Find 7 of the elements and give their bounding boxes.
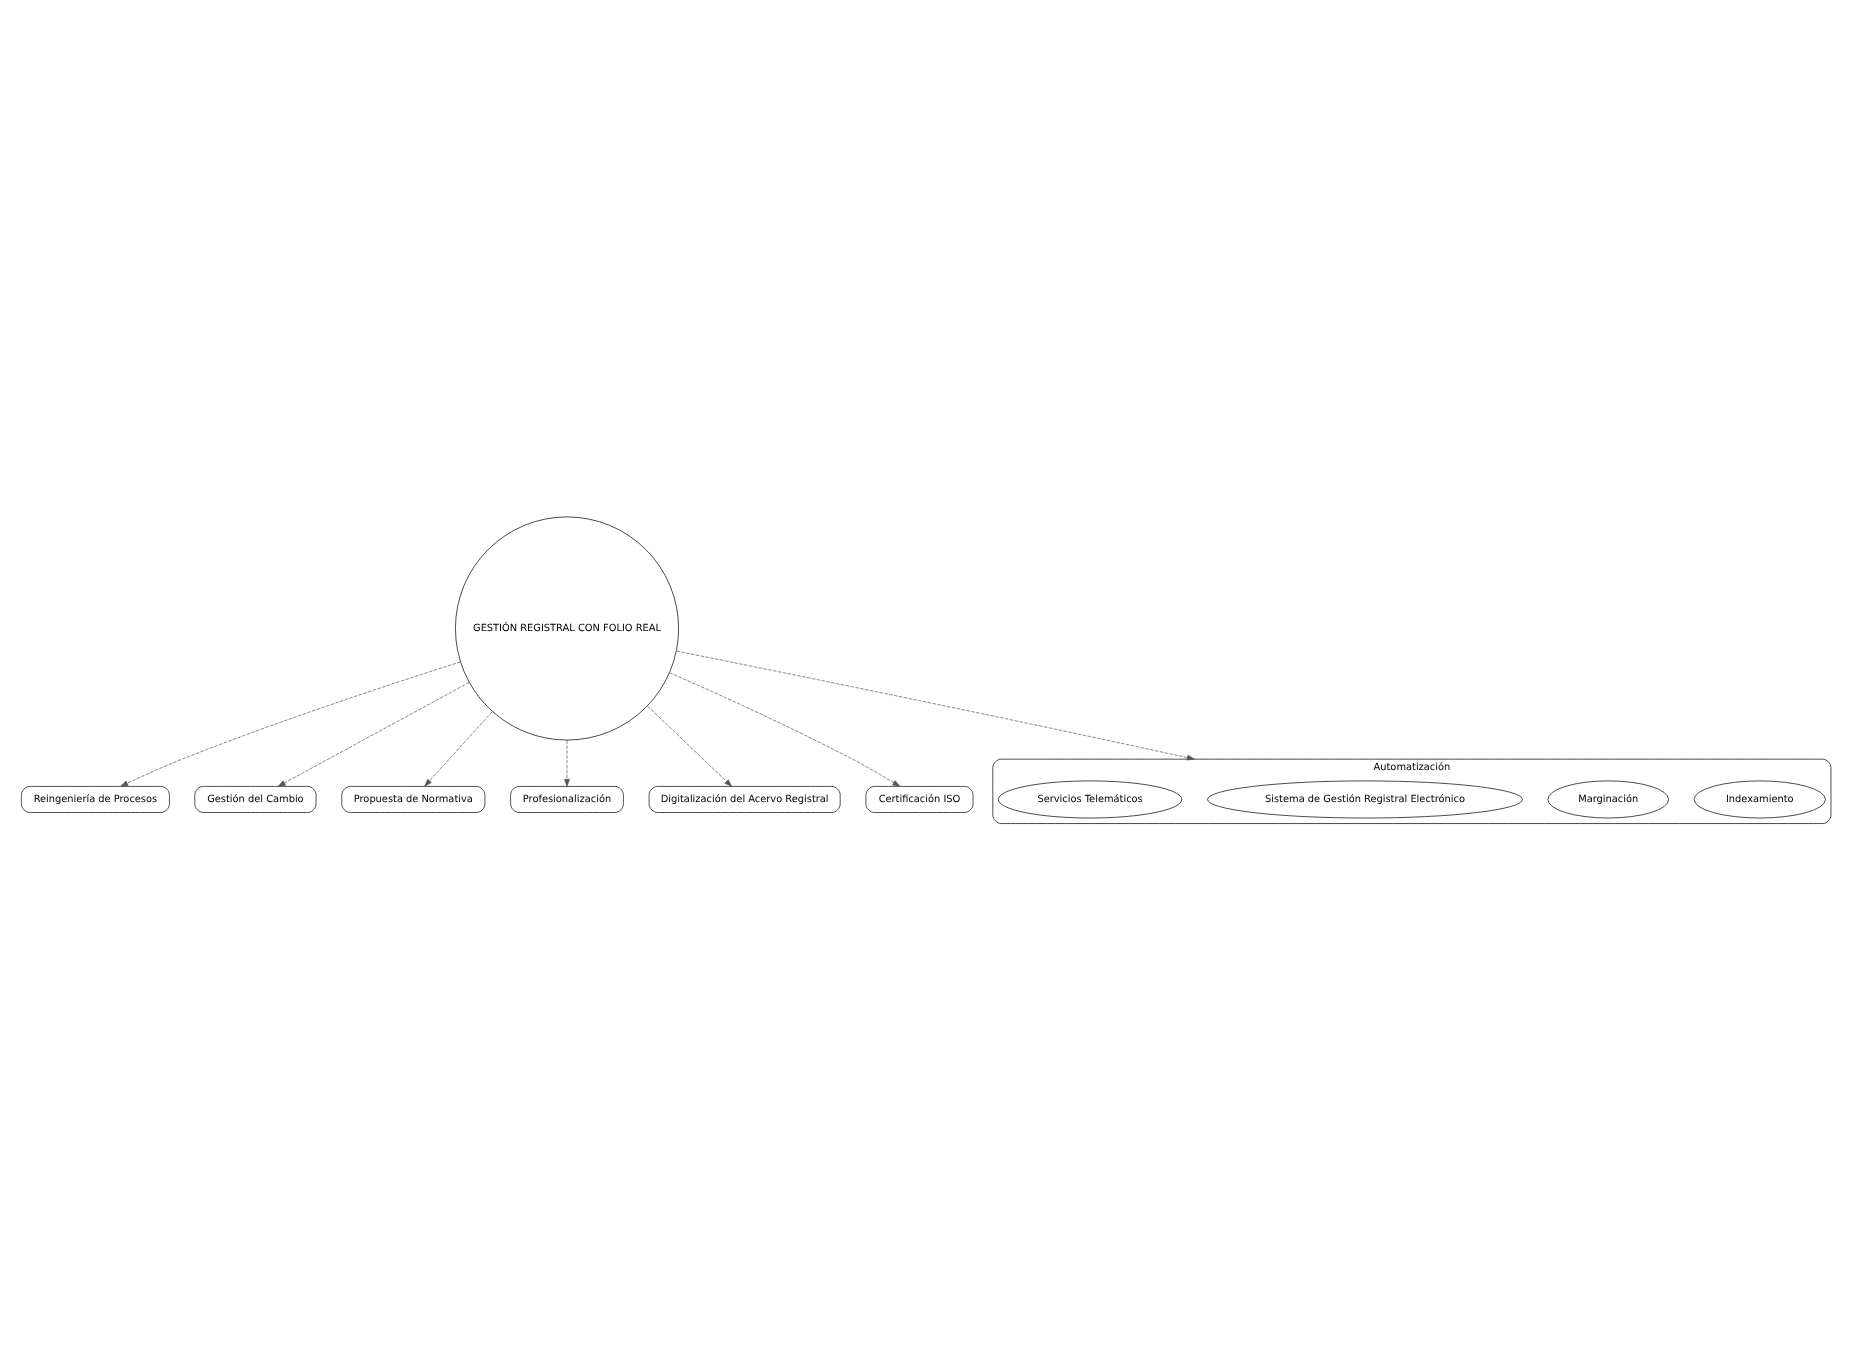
arrow (564, 739, 570, 787)
arrow (424, 711, 493, 787)
arrow (669, 672, 901, 787)
arrow (676, 650, 1195, 761)
arrow (120, 661, 461, 787)
arrow (277, 682, 470, 787)
arrow (647, 705, 732, 787)
